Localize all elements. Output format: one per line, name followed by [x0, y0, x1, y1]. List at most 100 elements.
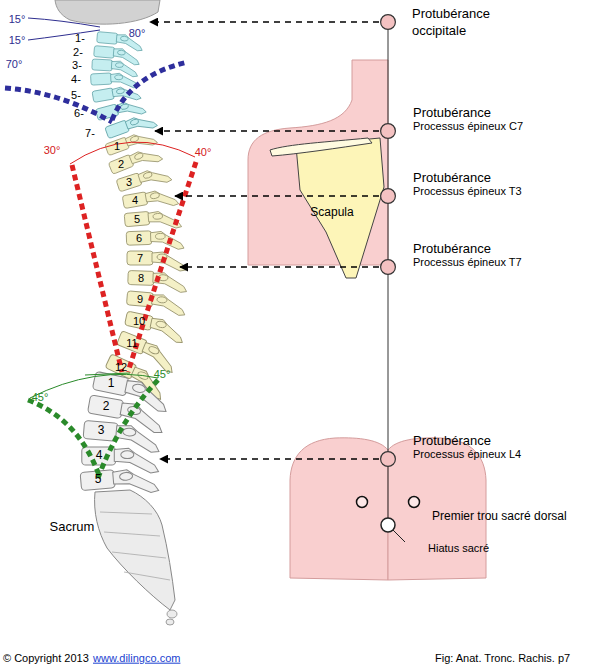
vertebra-number: 1- [75, 32, 85, 45]
vertebra-number: 4- [71, 73, 81, 86]
thoracic-range-arc [128, 162, 196, 372]
landmark-circle: ProtubéranceProcessus épineux L4 [380, 451, 396, 467]
thoracic-range-arc [72, 165, 122, 372]
angle-label: 80° [129, 27, 146, 40]
angle-label: 45° [32, 391, 49, 404]
skull-base [55, 0, 160, 24]
vertebra-number: 6- [74, 107, 84, 120]
landmark-circle: ProtubéranceProcessus épineux C7 [380, 123, 396, 139]
sacrum-detail [100, 512, 170, 580]
vertebra-number: 7- [85, 127, 95, 140]
landmark-label: Processus épineux C7 [413, 120, 523, 133]
lumbar-range-arc [28, 400, 100, 478]
vertebra-number: 6 [136, 232, 142, 245]
cervical-range-arc [112, 62, 188, 120]
node-text-group: Scapula [288, 205, 376, 220]
landmark-label: Protubérance [413, 433, 521, 448]
cervical-vertebrae [91, 32, 158, 144]
node-text-group: ProtubéranceProcessus épineux T3 [413, 170, 522, 198]
thoracic-vertebrae [102, 127, 187, 400]
landmark-circle: ProtubéranceProcessus épineux T3 [380, 188, 396, 204]
vertebra [126, 230, 184, 251]
landmark-label: Protubérance [413, 241, 522, 256]
landmark-label: Processus épineux T7 [413, 256, 522, 269]
vertebra-number: 2 [118, 158, 124, 171]
scapula-spine [270, 138, 372, 156]
vertebra-number: 1 [108, 377, 115, 391]
figure-caption: Fig: Anat. Tronc. Rachis. p7 [435, 652, 570, 665]
vertebra-number: 8 [138, 272, 144, 285]
vertebra-number: 3 [126, 176, 132, 189]
vertebra-number: 11 [126, 337, 137, 350]
node-text-group: ProtubéranceProcessus épineux L4 [413, 433, 521, 461]
angle-label: 15° [9, 13, 26, 26]
landmark-label: Protubérance [413, 105, 523, 120]
dashed-pointer [150, 21, 379, 23]
angle-label: 40° [195, 146, 212, 159]
sacrum-bone [95, 490, 175, 610]
vertebra-number: 2- [73, 46, 83, 59]
angle-label: 70° [6, 58, 23, 71]
vertebra-number: 4 [132, 194, 138, 207]
vertebra-number: 9 [137, 293, 143, 306]
landmark-circle: Protubérance occipitale [380, 14, 396, 30]
landmark-circle: ProtubéranceProcessus épineux T7 [380, 259, 396, 275]
coccyx-bone [166, 619, 174, 625]
dashed-pointer [180, 266, 379, 268]
sacral-hiatus-circle [381, 518, 395, 532]
angle-arc [30, 374, 158, 398]
angle-line [28, 30, 100, 40]
landmark-label: Protubérance occipitale [412, 5, 522, 39]
coccyx-bone [167, 610, 177, 618]
circle-outline [380, 188, 396, 204]
circle-outline [380, 14, 396, 30]
angle-label: 15° [9, 34, 26, 47]
vertebra-number: 4 [96, 449, 103, 463]
part-name: Scapula [288, 205, 376, 220]
vertebra [127, 251, 186, 271]
sacral-foramen-circle [409, 497, 420, 508]
cervical-range-arc [5, 88, 112, 122]
buttock-outline [290, 438, 388, 580]
dashed-pointer [175, 195, 379, 197]
landmark-label: Protubérance [413, 170, 522, 185]
angle-label: 45° [154, 368, 171, 381]
lumbar-range-arc [98, 380, 158, 478]
dashed-pointer [155, 130, 379, 132]
node-text-group: ProtubéranceProcessus épineux T7 [413, 241, 522, 269]
vertebra-number: 3- [72, 59, 82, 72]
vertebra-number: 7 [137, 252, 143, 265]
landmark-label: Processus épineux L4 [413, 448, 521, 461]
vertebra [91, 72, 139, 90]
angle-arc [70, 142, 195, 164]
vertebra-number: 3 [98, 424, 105, 438]
callout-label: Premier trou sacré dorsal [432, 510, 567, 524]
dashed-pointer [160, 458, 379, 460]
region-label: Sacrum [50, 520, 95, 535]
landmark-marker [381, 260, 396, 275]
landmark-marker [381, 189, 396, 204]
vertebra [114, 331, 179, 374]
vertebra-number: 5 [134, 213, 140, 226]
scapula-shape: Scapula [268, 132, 388, 282]
vertebra-number: 5 [95, 473, 102, 487]
landmark-marker [381, 452, 396, 467]
callout-label: Hiatus sacré [428, 542, 489, 555]
vertebra [92, 83, 141, 107]
landmark-label: Processus épineux T3 [413, 185, 522, 198]
vertebra [126, 291, 187, 316]
vertebra-number: 10 [133, 315, 145, 328]
angle-line [85, 373, 130, 375]
node-text-group: Protubérance occipitale [412, 5, 522, 39]
vertebra-number: 12 [115, 361, 127, 374]
landmark-marker [381, 124, 396, 139]
angle-line [28, 18, 100, 27]
vertebra-number: 1 [114, 140, 120, 153]
circle-outline [380, 123, 396, 139]
website-link: www.dilingco.com [93, 652, 180, 665]
